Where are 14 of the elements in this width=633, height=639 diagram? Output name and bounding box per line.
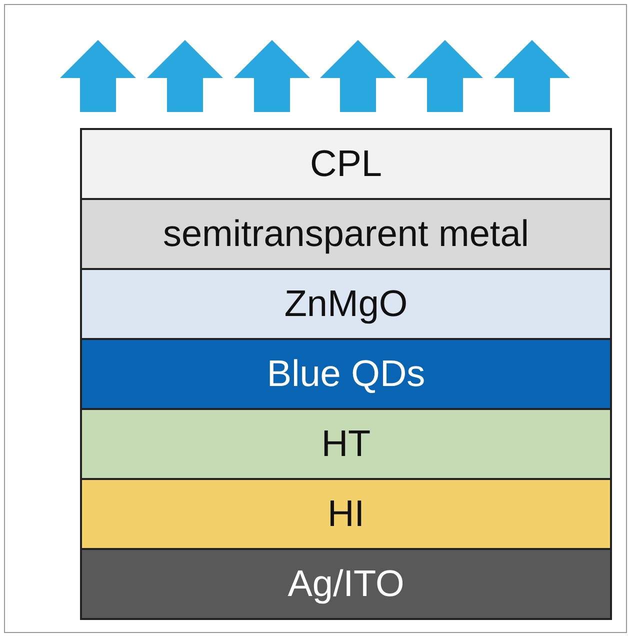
layer-label: semitransparent metal (162, 213, 530, 255)
layer-band (80, 478, 612, 550)
layer-label: HT (321, 423, 371, 465)
layer-band (80, 198, 612, 270)
layer-band (80, 268, 612, 340)
layer-label: CPL (310, 143, 382, 185)
layer-label: Blue QDs (266, 353, 426, 395)
layer-label: HI (328, 493, 364, 535)
layer-band (80, 408, 612, 480)
layer-band (80, 338, 612, 410)
layer-label: Ag/ITO (288, 563, 404, 605)
layer-band (80, 548, 612, 620)
layer-band (80, 128, 612, 200)
layer-label: ZnMgO (284, 283, 408, 325)
